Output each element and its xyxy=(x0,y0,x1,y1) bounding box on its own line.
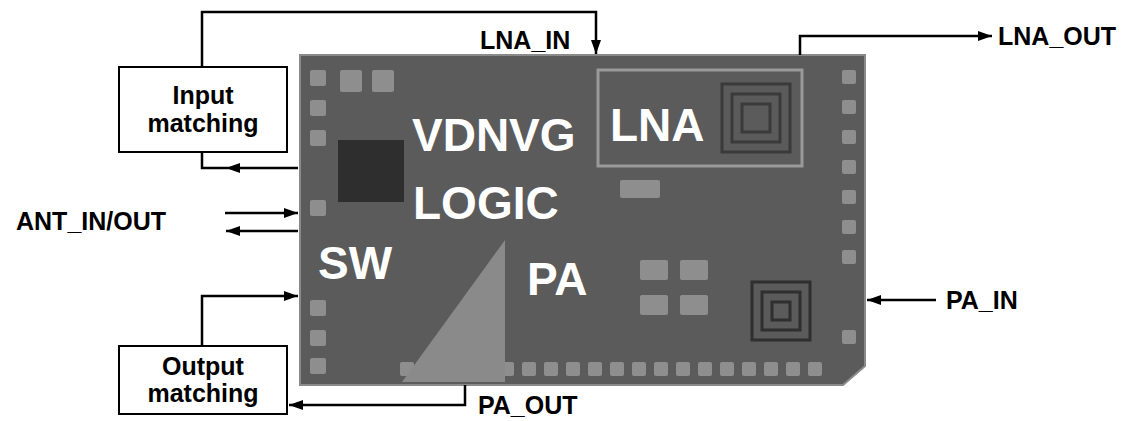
block-name: SW xyxy=(318,240,392,286)
pa-region xyxy=(402,240,505,382)
inductor-spiral xyxy=(752,282,810,340)
pin-name: LNA_IN xyxy=(480,28,570,53)
pin-name: LNA_OUT xyxy=(998,24,1116,49)
block-name: LOGIC xyxy=(413,180,559,226)
lna-out-wire xyxy=(800,36,992,55)
pa-in-wire xyxy=(867,299,936,302)
matching-network-box: Input matching xyxy=(118,66,288,153)
pa-out-wire xyxy=(289,385,465,405)
die-photo xyxy=(300,55,865,385)
lna-in-wire xyxy=(202,12,596,66)
antenna-wire xyxy=(226,230,298,233)
block-name: VDNVG xyxy=(412,112,576,158)
switch-core xyxy=(338,140,404,202)
box-label: Output matching xyxy=(126,353,280,408)
antenna-wire xyxy=(225,212,298,215)
pin-name: PA_OUT xyxy=(478,393,578,418)
box-label: Input matching xyxy=(126,82,280,137)
pin-name: ANT_IN/OUT xyxy=(16,209,166,234)
block-name: PA xyxy=(527,256,588,302)
signal-wires xyxy=(202,12,992,405)
inductor-spiral xyxy=(722,84,790,152)
input-match-wire xyxy=(202,153,298,168)
block-name: LNA xyxy=(610,102,705,148)
bond-pads xyxy=(310,70,856,376)
pin-name: PA_IN xyxy=(946,288,1018,313)
arrowhead xyxy=(226,163,240,173)
matching-network-box: Output matching xyxy=(118,345,288,415)
lna-block xyxy=(598,70,802,166)
output-match-wire xyxy=(202,296,298,345)
